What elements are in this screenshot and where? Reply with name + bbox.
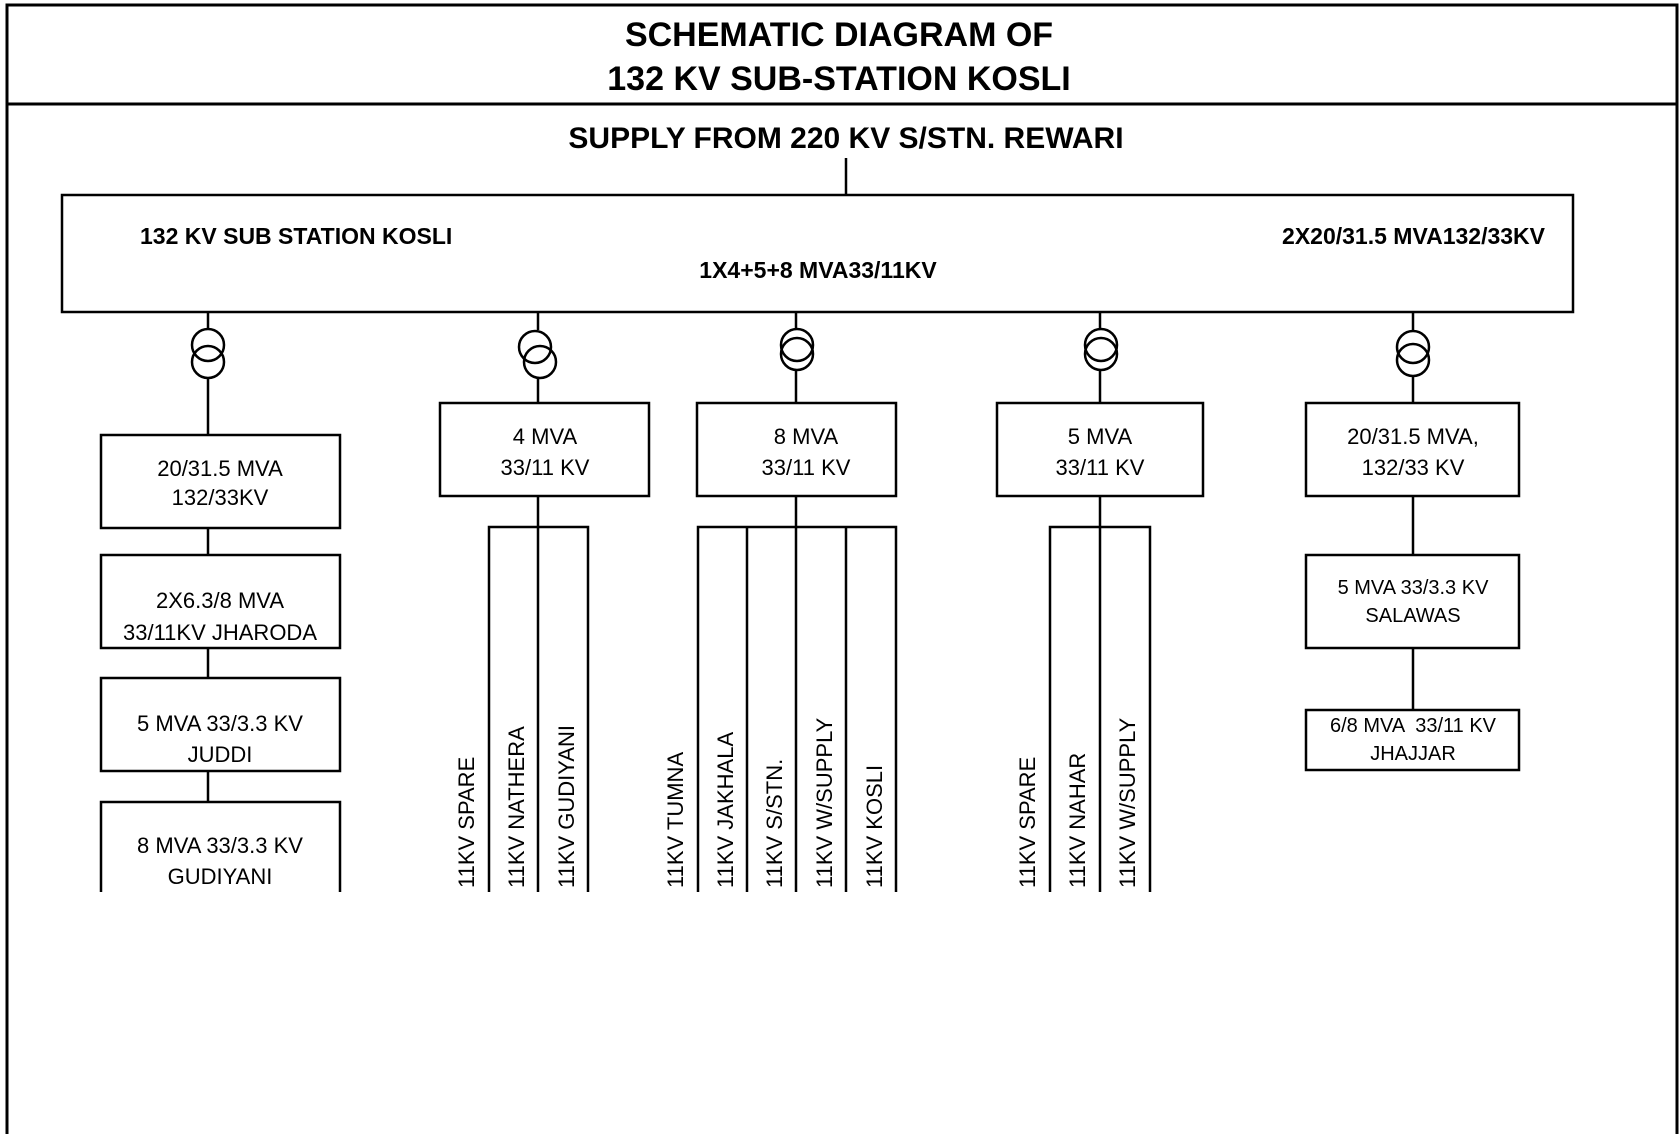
branch3-box-line2: 33/11 KV bbox=[762, 455, 851, 480]
branch4-feeder-1: 11KV SPARE bbox=[1015, 757, 1040, 888]
branch5-box1-line1: 20/31.5 MVA, bbox=[1347, 424, 1479, 449]
branch1-box4 bbox=[99, 800, 342, 892]
branch2-feeder-3: 11KV GUDIYANI bbox=[554, 725, 579, 888]
transformer-symbol-5 bbox=[1395, 329, 1431, 378]
branch3-box-line1: 8 MVA bbox=[774, 424, 839, 449]
branch4-feeder-3: 11KV W/SUPPLY bbox=[1115, 717, 1140, 888]
branch1-box2-line1: 2X6.3/8 MVA bbox=[156, 588, 284, 613]
branch2-box bbox=[438, 401, 651, 498]
branch2-box-line2: 33/11 KV bbox=[501, 455, 590, 480]
transformer-symbol-4 bbox=[1083, 327, 1119, 372]
branch1-box1-line2: 132/33KV bbox=[172, 485, 269, 510]
branch5-box1 bbox=[1304, 401, 1521, 498]
branch2-feeder-1: 11KV SPARE bbox=[454, 757, 479, 888]
main-station-rating-center: 1X4+5+8 MVA33/11KV bbox=[699, 257, 937, 283]
branch1-box2 bbox=[99, 553, 342, 650]
branch3-feeder-2: 11KV JAKHALA bbox=[713, 732, 738, 888]
title-line2: 132 KV SUB-STATION KOSLI bbox=[607, 60, 1070, 98]
branch3-feeder-5: 11KV KOSLI bbox=[862, 765, 887, 888]
transformer-symbol-2 bbox=[517, 329, 558, 380]
branch5-box1-line2: 132/33 KV bbox=[1362, 455, 1465, 480]
outer-frame bbox=[5, 3, 1679, 1134]
branch1-box4-line1: 8 MVA 33/3.3 KV bbox=[137, 833, 303, 858]
transformer-symbol-3 bbox=[779, 327, 815, 372]
branch1-box1 bbox=[99, 433, 342, 530]
supply-label: SUPPLY FROM 220 KV S/STN. REWARI bbox=[568, 122, 1123, 155]
branch1-box2-line2: 33/11KV JHARODA bbox=[123, 620, 317, 645]
branch3-feeder-3: 11KV S/STN. bbox=[762, 759, 787, 888]
branch3-feeder-1: 11KV TUMNA bbox=[663, 752, 688, 888]
main-station-rating-right: 2X20/31.5 MVA132/33KV bbox=[1282, 223, 1546, 249]
main-station-name: 132 KV SUB STATION KOSLI bbox=[140, 223, 452, 249]
branch4-box-line1: 5 MVA bbox=[1068, 424, 1133, 449]
branch5-box2-line1: 5 MVA 33/3.3 KV bbox=[1338, 577, 1489, 599]
branch5-box2-line2: SALAWAS bbox=[1365, 605, 1460, 627]
branch4-box bbox=[995, 401, 1205, 498]
branch5-box2 bbox=[1304, 553, 1521, 650]
transformer-symbol-1 bbox=[190, 327, 226, 380]
branch1-box3 bbox=[99, 676, 342, 773]
branch4-feeder-2: 11KV NAHAR bbox=[1065, 753, 1090, 888]
branch4-box-line2: 33/11 KV bbox=[1056, 455, 1145, 480]
branch1-box4-line2: GUDIYANI bbox=[168, 864, 273, 889]
branch3-feeder-4: 11KV W/SUPPLY bbox=[812, 717, 837, 888]
branch3-box bbox=[695, 401, 898, 498]
branch1-box3-line2: JUDDI bbox=[188, 742, 253, 767]
branch2-box-line1: 4 MVA bbox=[513, 424, 578, 449]
branch5-box3 bbox=[1304, 708, 1521, 772]
branch2-feeder-2: 11KV NATHERA bbox=[504, 726, 529, 888]
title-line1: SCHEMATIC DIAGRAM OF bbox=[625, 16, 1053, 54]
branch5-box3-line1: 6/8 MVA 33/11 KV bbox=[1330, 715, 1497, 737]
branch1-box3-line1: 5 MVA 33/3.3 KV bbox=[137, 711, 303, 736]
branch1-box1-line1: 20/31.5 MVA bbox=[157, 456, 283, 481]
branch5-box3-line2: JHAJJAR bbox=[1370, 743, 1456, 765]
main-station-box bbox=[60, 193, 1575, 314]
